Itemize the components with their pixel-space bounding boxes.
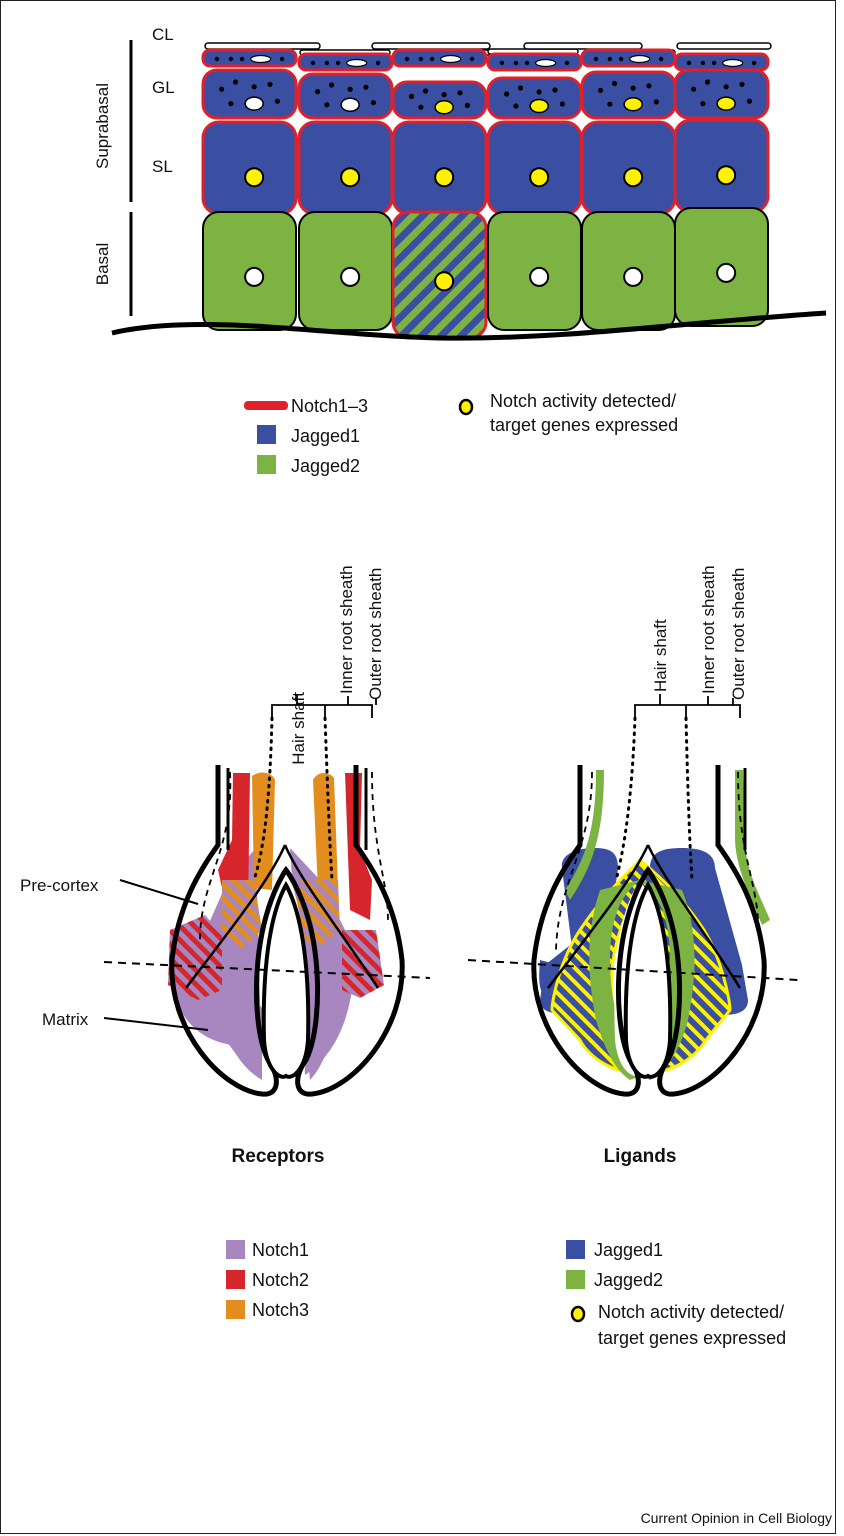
legend-swatch-notch1	[226, 1240, 245, 1259]
spinous-cell	[488, 122, 581, 214]
basal-cell	[582, 212, 675, 330]
legend-swatch-jagged2-2	[566, 1270, 585, 1289]
ligand-follicle	[534, 718, 770, 1094]
outer-root-sheath-label: Outer root sheath	[366, 568, 385, 700]
layer-label-cl: CL	[152, 25, 174, 44]
receptor-follicle-labels: Hair shaft Inner root sheath Outer root …	[272, 565, 385, 764]
upper-cell	[393, 50, 486, 66]
spinous-cell	[675, 120, 768, 212]
legend-activity-line1: Notch activity detected/	[490, 391, 676, 411]
receptors-legend: Notch1 Notch2 Notch3	[226, 1240, 309, 1320]
inner-root-sheath-label: Inner root sheath	[337, 565, 356, 694]
granular-cell	[299, 74, 392, 118]
legend-swatch-jagged2	[257, 455, 276, 474]
pre-cortex-label: Pre-cortex	[20, 876, 99, 895]
basal-layer-cells	[203, 208, 768, 338]
granular-cell	[675, 70, 768, 118]
basal-cell	[393, 212, 486, 338]
legend-swatch-jagged1-2	[566, 1240, 585, 1259]
upper-cell	[203, 50, 296, 66]
pre-cortex-pointer	[120, 880, 198, 904]
spinous-cell	[299, 122, 392, 214]
legend-activity-dot	[460, 400, 472, 414]
ligands-legend: Jagged1 Jagged2 Notch activity detected/…	[566, 1240, 786, 1348]
basal-cell	[488, 212, 581, 330]
upper-cell	[488, 54, 581, 70]
basal-cell	[675, 208, 768, 326]
legend-activity-dot-2	[572, 1307, 584, 1321]
legend-activity-line2-2: target genes expressed	[598, 1328, 786, 1348]
legend-activity-line1-2: Notch activity detected/	[598, 1302, 784, 1322]
upper-cell	[675, 54, 768, 70]
outer-root-sheath-label-2: Outer root sheath	[729, 568, 748, 700]
credit-line: Current Opinion in Cell Biology	[641, 1510, 832, 1526]
epidermis-diagram: Suprabasal Basal CL GL SL	[93, 25, 826, 338]
legend-swatch-notch13	[244, 401, 288, 410]
legend-swatch-notch3	[226, 1300, 245, 1319]
legend-label-jagged1-2: Jagged1	[594, 1240, 663, 1260]
legend-swatch-notch2	[226, 1270, 245, 1289]
spinous-cell	[393, 122, 486, 214]
granular-cell	[488, 78, 581, 118]
hair-shaft-label-2: Hair shaft	[651, 619, 670, 692]
granular-layer-cells	[203, 70, 768, 118]
legend-label-notch3: Notch3	[252, 1300, 309, 1320]
suprabasal-label: Suprabasal	[93, 83, 112, 169]
spinous-cell	[203, 122, 296, 214]
receptors-title: Receptors	[232, 1146, 325, 1167]
receptor-label-brackets	[272, 694, 376, 718]
granular-cell	[203, 70, 296, 118]
basal-cell	[299, 212, 392, 330]
ligand-follicle-labels: Hair shaft Inner root sheath Outer root …	[635, 565, 748, 718]
upper-cell	[299, 54, 392, 70]
granular-cell	[393, 82, 486, 118]
spinous-cell	[582, 122, 675, 214]
receptor-follicle	[168, 718, 402, 1094]
cornified-cells	[203, 50, 768, 70]
matrix-label: Matrix	[42, 1010, 89, 1029]
upper-cell	[582, 50, 675, 66]
ligands-title: Ligands	[604, 1146, 677, 1167]
legend-activity-line2: target genes expressed	[490, 415, 678, 435]
legend-swatch-jagged1	[257, 425, 276, 444]
layer-label-sl: SL	[152, 157, 173, 176]
spinous-layer-cells	[203, 120, 768, 214]
legend-label-jagged2-2: Jagged2	[594, 1270, 663, 1290]
legend-label-notch1: Notch1	[252, 1240, 309, 1260]
legend-label-notch2: Notch2	[252, 1270, 309, 1290]
granular-cell	[582, 72, 675, 118]
hair-shaft-label: Hair shaft	[289, 692, 308, 765]
ligand-label-brackets	[635, 694, 740, 718]
layer-label-gl: GL	[152, 78, 175, 97]
inner-root-sheath-label-2: Inner root sheath	[699, 565, 718, 694]
legend-label-jagged2: Jagged2	[291, 456, 360, 476]
epidermis-legend: Notch1–3 Jagged1 Jagged2 Notch activity …	[244, 391, 678, 476]
legend-label-notch13: Notch1–3	[291, 396, 368, 416]
legend-label-jagged1: Jagged1	[291, 426, 360, 446]
basal-cell	[203, 212, 296, 330]
basal-label: Basal	[93, 243, 112, 286]
